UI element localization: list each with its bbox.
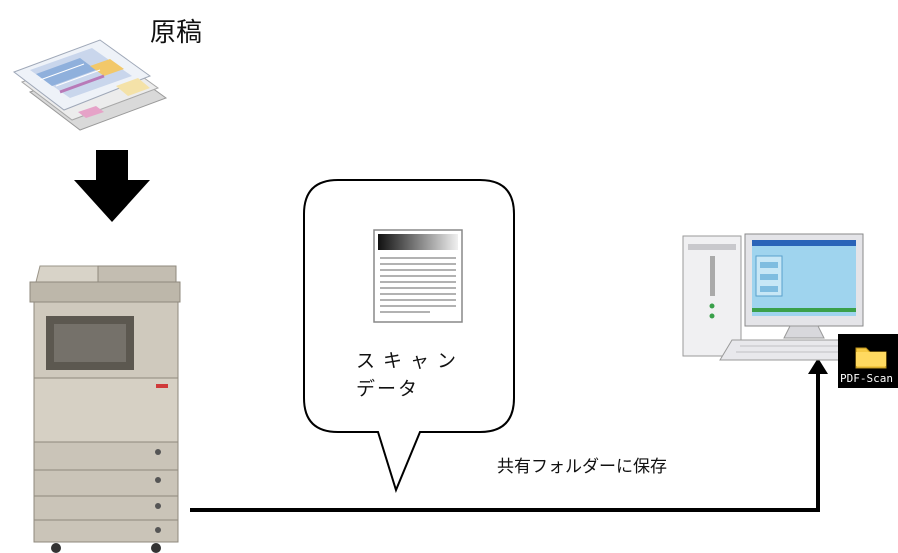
original-label: 原稿: [150, 18, 203, 48]
documents-icon: [12, 39, 168, 131]
scanned-document-icon: [373, 229, 463, 323]
folder-icon: [838, 334, 898, 388]
folder-name-label: PDF-Scan: [840, 372, 893, 385]
scan-data-label-line1: スキャン: [356, 350, 465, 372]
save-to-shared-folder-label: 共有フォルダーに保存: [497, 457, 667, 477]
connection-line: [190, 372, 820, 512]
scan-data-label-line2: データ: [356, 378, 420, 400]
arrow-down-icon: [74, 150, 150, 222]
desktop-computer-icon: [682, 233, 864, 361]
multifunction-printer-icon: [29, 265, 181, 553]
arrow-up-icon: [808, 358, 828, 374]
speech-bubble: [303, 179, 515, 493]
